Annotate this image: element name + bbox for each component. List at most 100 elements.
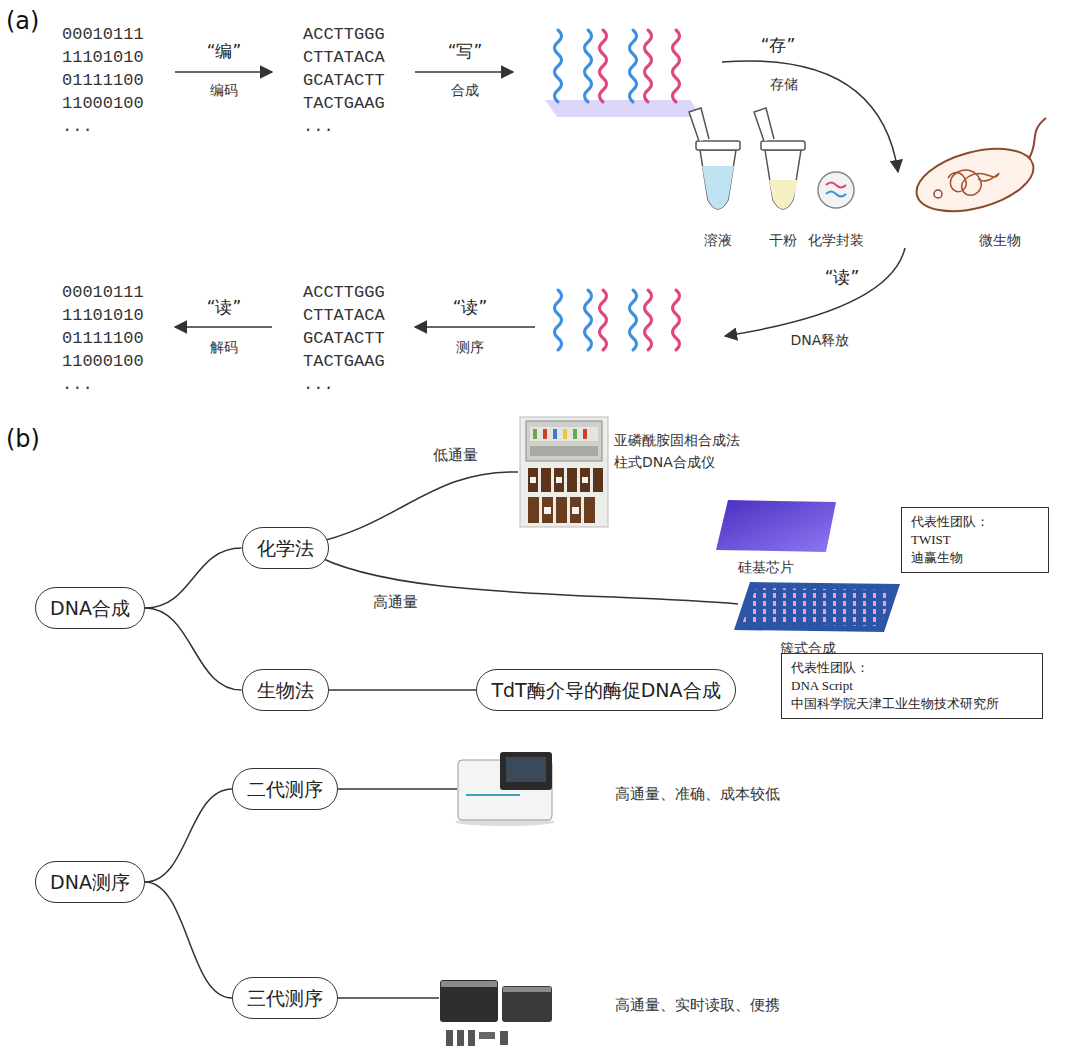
- synthesizer-body: [526, 421, 602, 461]
- bit-string: 01111100: [62, 329, 144, 349]
- bottle: [528, 468, 538, 492]
- capsule-shell: [818, 172, 854, 208]
- bottle: [541, 468, 551, 492]
- storage-label: 溶液: [704, 232, 732, 248]
- bottle: [567, 468, 577, 492]
- tree-connector: [145, 789, 232, 882]
- capsule-dna: [826, 192, 846, 197]
- arrow-label: “存”: [761, 36, 796, 56]
- node-heading: 代表性团队：: [911, 513, 1039, 531]
- node-heading: 化学法: [257, 536, 314, 560]
- bottle-label: [556, 477, 562, 483]
- arrow-label: DNA释放: [791, 332, 850, 348]
- bottle-label: [544, 507, 551, 514]
- status-stripe: [466, 794, 520, 796]
- ngs-sequencer: [455, 752, 555, 826]
- bit-string: 11101010: [62, 306, 144, 326]
- storage-label: 化学封装: [808, 232, 864, 248]
- panel-letter: (b): [6, 426, 40, 454]
- bottle-label: [582, 477, 588, 483]
- bottle: [554, 468, 564, 492]
- flow-arrow: [722, 61, 898, 172]
- base-sequence: CTTATACA: [303, 306, 385, 326]
- base-sequence: ACCTTGGG: [303, 283, 385, 303]
- panel-letter: (a): [6, 8, 39, 36]
- node-heading: 二代测序: [247, 777, 323, 801]
- dna-strand: [673, 30, 680, 102]
- column-rack: [530, 427, 598, 441]
- tube-rim: [696, 141, 740, 150]
- sequencer-unit: [502, 986, 552, 1022]
- base-sequence: GCATACTT: [303, 71, 385, 91]
- node-text: DNA Script: [791, 677, 1033, 695]
- bit-string: 01111100: [62, 71, 144, 91]
- feature-text: 高通量、实时读取、便携: [615, 997, 780, 1014]
- node-heading: DNA测序: [50, 870, 130, 894]
- silicon-chip: [716, 500, 836, 552]
- dna-strand: [585, 290, 592, 350]
- arrow-label: “读”: [207, 298, 242, 318]
- bottle: [570, 497, 581, 523]
- arrow-label: 合成: [451, 82, 479, 98]
- tree-connector: [145, 608, 242, 690]
- tree-connector: [329, 689, 477, 691]
- bottle: [593, 468, 603, 492]
- bottle: [580, 468, 590, 492]
- column: [543, 429, 547, 439]
- node-text: 中国科学院天津工业生物技术研究所: [791, 695, 1033, 713]
- node-text: TWIST: [911, 531, 1039, 549]
- column: [573, 429, 577, 439]
- method-pill: 三代测序: [232, 977, 338, 1019]
- node-heading: DNA合成: [50, 596, 130, 620]
- base-sequence: TACTGAAG: [303, 352, 385, 372]
- arrow-label: “读”: [453, 298, 488, 318]
- branch-label: 高通量: [373, 594, 418, 611]
- sequencer-panel: [500, 752, 552, 790]
- bit-string: 11000100: [62, 352, 144, 372]
- dna-strand: [555, 30, 562, 102]
- base-sequence: CTTATACA: [303, 48, 385, 68]
- node-heading: TdT酶介导的酶促DNA合成: [491, 678, 720, 702]
- bottle: [584, 497, 595, 523]
- plasmid: [934, 190, 942, 198]
- microbe: [910, 118, 1046, 223]
- base-sequence: ...: [303, 375, 334, 395]
- bit-string: 00010111: [62, 283, 144, 303]
- node-heading: 代表性团队：: [791, 659, 1033, 677]
- flow-arrow: [725, 248, 905, 336]
- valve-block: [530, 446, 598, 456]
- category-pill: DNA合成: [35, 587, 145, 629]
- arrow-label: “编”: [207, 42, 242, 62]
- solution-tube: [689, 108, 740, 209]
- storage-label: 干粉: [769, 232, 797, 248]
- tube-lid: [689, 108, 709, 141]
- column: [553, 429, 557, 439]
- flow-arrow: [175, 71, 272, 73]
- team-box: 代表性团队：DNA Script中国科学院天津工业生物技术研究所: [781, 653, 1043, 719]
- bottle: [556, 497, 567, 523]
- reagent-bottles: [528, 468, 603, 523]
- node-heading: 三代测序: [247, 986, 323, 1010]
- arrow-label: 测序: [456, 339, 484, 355]
- capsule-dna: [826, 183, 846, 188]
- column-synthesizer-photo: [520, 417, 608, 527]
- method-pill: 化学法: [242, 527, 329, 569]
- method-pill: 二代测序: [232, 768, 338, 810]
- flow-cell: [500, 1031, 508, 1045]
- dna-strand: [600, 290, 607, 350]
- storage-label: 微生物: [979, 232, 1021, 248]
- bit-string: 00010111: [62, 25, 144, 45]
- bit-string: 11000100: [62, 94, 144, 114]
- tube-rim: [761, 141, 805, 150]
- node-text: 迪赢生物: [911, 549, 1039, 567]
- base-sequence: ...: [303, 117, 334, 137]
- column: [583, 429, 587, 439]
- unit-lid: [441, 981, 497, 987]
- node-heading: 生物法: [257, 678, 314, 702]
- flow-cell: [479, 1032, 495, 1039]
- cluster-plate: [734, 582, 900, 632]
- feature-text: 高通量、准确、成本较低: [615, 786, 780, 803]
- bottle: [528, 497, 539, 523]
- base-sequence: ACCTTGGG: [303, 25, 385, 45]
